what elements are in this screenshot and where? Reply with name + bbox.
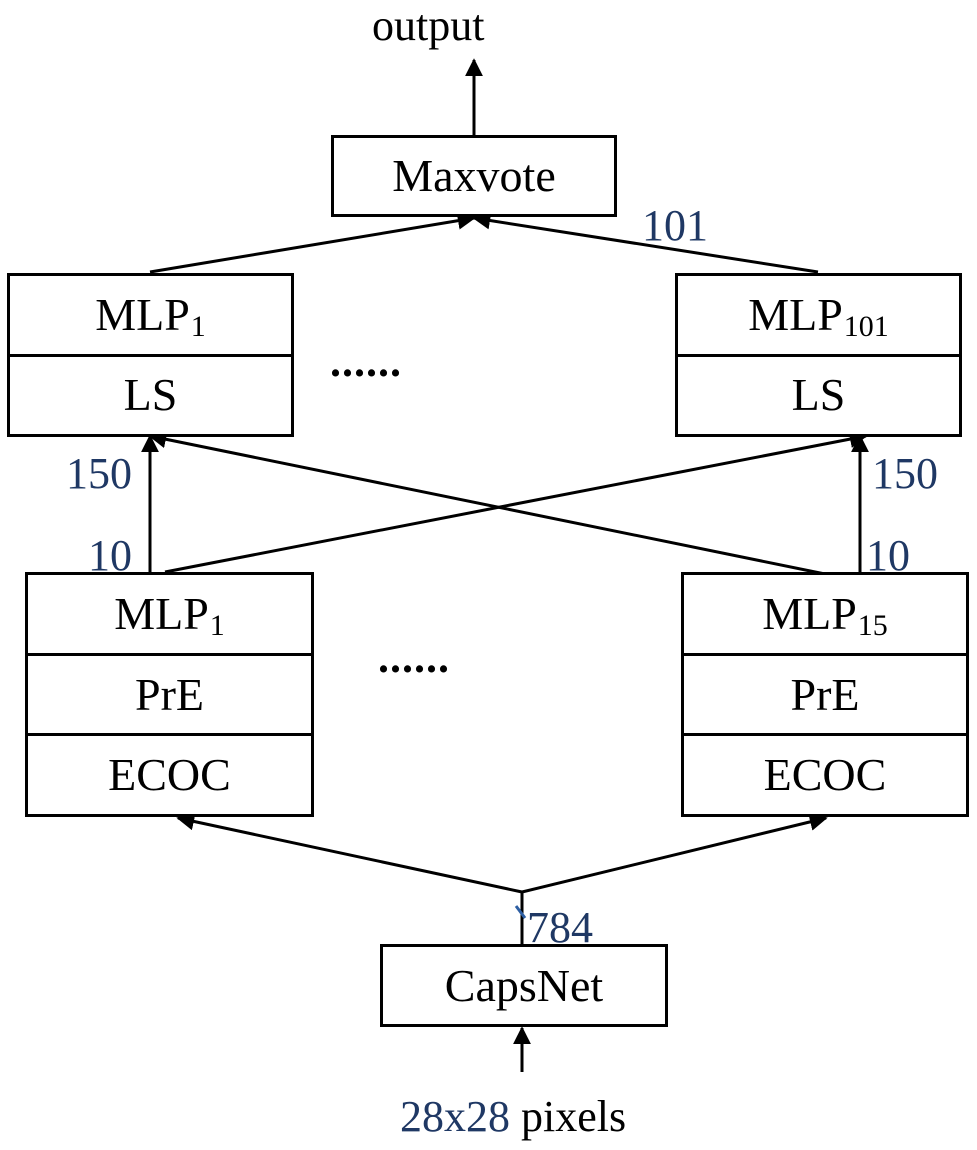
arrow-split-to-ecoc-right bbox=[521, 813, 828, 894]
dim-label-101: 101 bbox=[642, 201, 708, 250]
input-size-value: 28x28 bbox=[400, 1092, 510, 1141]
dim-label-10-right: 10 bbox=[866, 531, 910, 580]
arrow-mlp101-to-maxvote bbox=[472, 211, 819, 274]
bottom-left-ecoc-label: ECOC bbox=[28, 733, 311, 814]
top-ellipsis: ...... bbox=[330, 337, 402, 386]
arrow-bottom-right-to-ls-left bbox=[148, 430, 826, 576]
output-label: output bbox=[372, 1, 485, 50]
capsnet-label: CapsNet bbox=[444, 959, 604, 1011]
dim-label-784: 784 bbox=[527, 903, 593, 952]
arrow-mlp1-to-maxvote bbox=[149, 211, 476, 274]
arrow-bottom-left-to-ls-right bbox=[164, 430, 868, 574]
arrow-split-to-ecoc-left bbox=[176, 812, 523, 894]
top-left-ls-label: LS bbox=[10, 353, 291, 435]
dim-label-150-right: 150 bbox=[872, 449, 938, 498]
maxvote-box: Maxvote bbox=[331, 135, 617, 217]
capsnet-box: CapsNet bbox=[380, 944, 668, 1027]
input-size-unit: pixels bbox=[521, 1092, 627, 1141]
dim-label-150-left: 150 bbox=[66, 449, 132, 498]
bottom-left-pre-label: PrE bbox=[28, 652, 311, 734]
bottom-right-ecoc-label: ECOC bbox=[684, 733, 966, 814]
capsnet-dim-tick bbox=[514, 905, 527, 919]
maxvote-label: Maxvote bbox=[392, 150, 556, 201]
input-label: 28x28 pixels bbox=[400, 1095, 626, 1139]
dim-label-10-left: 10 bbox=[88, 531, 132, 580]
bottom-right-pre-label: PrE bbox=[684, 652, 966, 734]
top-right-ls-label: LS bbox=[678, 353, 959, 435]
bottom-ellipsis: ...... bbox=[378, 633, 450, 682]
